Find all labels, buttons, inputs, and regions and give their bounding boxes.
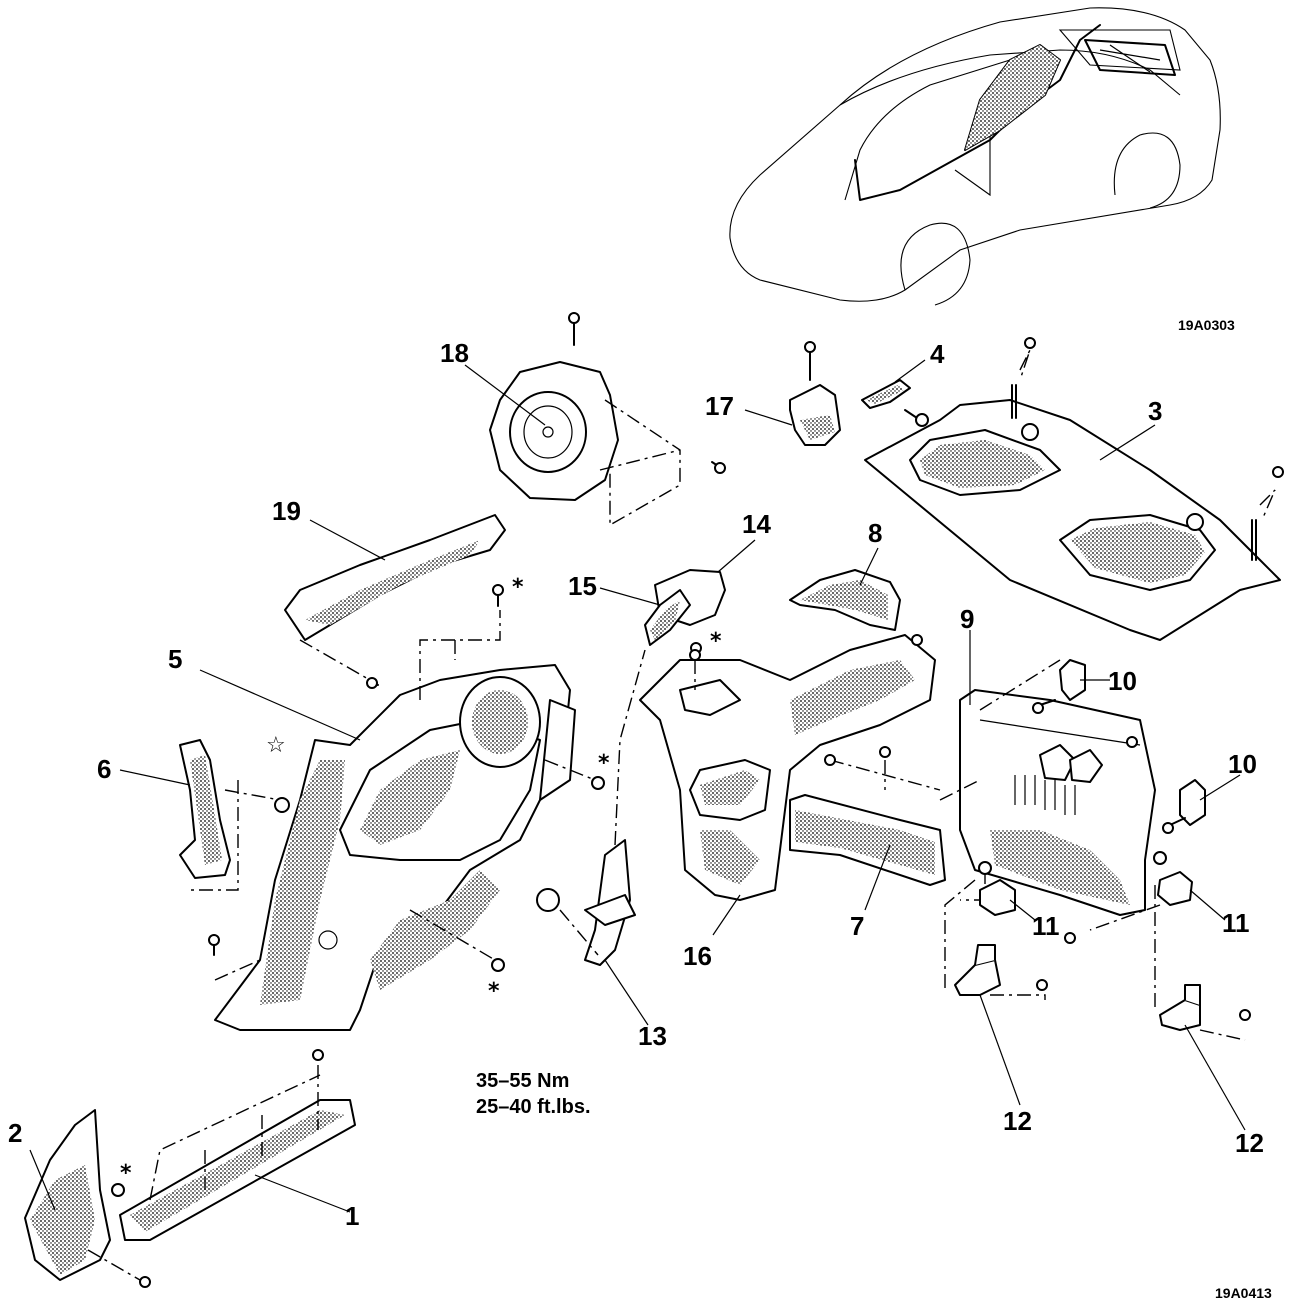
part-11-bracket-left	[944, 879, 1076, 990]
callout-2: 2	[8, 1118, 22, 1148]
part-9-rear-trim-panel	[939, 659, 1167, 916]
part-6-bracket	[179, 739, 290, 891]
torque-specification: 35–55 Nm 25–40 ft.lbs.	[476, 1070, 591, 1118]
torque-ftlbs: 25–40 ft.lbs.	[476, 1096, 591, 1118]
part-5-quarter-trim-panel	[208, 584, 605, 1031]
torque-nm: 35–55 Nm	[476, 1070, 569, 1092]
part-8-trim-cover	[789, 569, 901, 631]
part-11-bracket-right	[1089, 871, 1193, 1010]
callout-15: 15	[568, 571, 597, 601]
callout-12-right: 12	[1235, 1128, 1264, 1158]
part-4-clip	[861, 379, 929, 427]
callout-14: 14	[742, 509, 771, 539]
part-3-parcel-shelf	[864, 337, 1284, 641]
callout-8: 8	[868, 518, 882, 548]
callout-11-left: 11	[1032, 911, 1060, 941]
inset-figure-code: 19A0303	[1178, 317, 1235, 333]
callout-6: 6	[97, 754, 111, 784]
callout-12-left: 12	[1003, 1106, 1032, 1136]
asterisk-mark-5-top: *	[512, 575, 524, 600]
star-mark-6: ☆	[266, 733, 286, 758]
part-16-side-trim	[639, 634, 936, 901]
fastener-marks: * * * * * ☆	[120, 575, 722, 1186]
asterisk-mark-5-right: *	[598, 751, 610, 776]
vehicle-location-inset: 19A0303	[729, 7, 1235, 333]
leader-lines	[29, 359, 1246, 1213]
callout-19: 19	[272, 496, 301, 526]
asterisk-mark-2: *	[120, 1161, 132, 1186]
part-10-bracket-lower	[1162, 779, 1206, 834]
callout-11-right: 11	[1222, 908, 1250, 938]
callout-13: 13	[638, 1021, 667, 1051]
callout-3: 3	[1148, 396, 1162, 426]
callout-18: 18	[440, 338, 469, 368]
part-13-seat-belt-anchor	[536, 649, 646, 966]
figure-code: 19A0413	[1215, 1285, 1272, 1301]
part-7-lower-trim	[789, 746, 946, 886]
part-12-bracket-right	[1159, 984, 1251, 1041]
part-19-upper-trim	[284, 514, 506, 689]
callout-labels: 1 2 3 4 5 6 7 8 9 10 10 11 11 12 12 13 1…	[8, 338, 1264, 1231]
callout-5: 5	[168, 644, 182, 674]
callout-7: 7	[850, 911, 864, 941]
callout-16: 16	[683, 941, 712, 971]
callout-1: 1	[345, 1201, 359, 1231]
part-10-bracket-upper	[1032, 659, 1086, 714]
part-2-kick-panel	[24, 1109, 151, 1288]
callout-17: 17	[705, 391, 734, 421]
callout-10-lower: 10	[1228, 749, 1257, 779]
part-17-hinge-bracket	[789, 341, 841, 446]
callout-9: 9	[960, 604, 974, 634]
asterisk-mark-5-bottom: *	[488, 979, 500, 1004]
part-18-speaker-enclosure	[489, 312, 726, 527]
part-12-bracket-left	[954, 944, 1048, 1000]
callout-4: 4	[930, 339, 945, 369]
asterisk-mark-16: *	[710, 629, 722, 654]
callout-10-upper: 10	[1108, 666, 1137, 696]
part-1-scuff-plate	[119, 1049, 356, 1241]
